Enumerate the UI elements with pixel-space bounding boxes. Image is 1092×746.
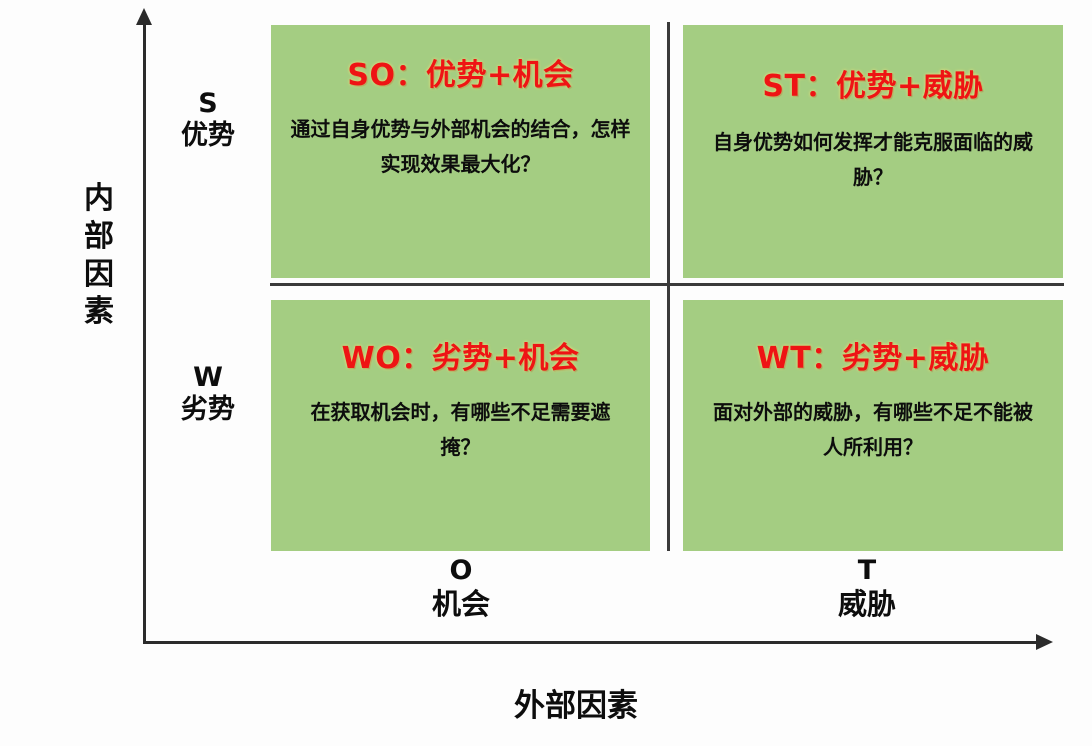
quadrant-wt-body: 面对外部的威胁，有哪些不足不能被人所利用？ [713, 400, 1033, 459]
col-label-opportunities-cn: 机会 [431, 586, 490, 621]
arrow-right-icon [1036, 634, 1053, 650]
quadrant-wo[interactable]: WO：劣势+机会 在获取机会时，有哪些不足需要遮掩？ [271, 300, 650, 551]
arrow-up-icon [136, 8, 152, 25]
y-axis-title-char-3: 因 [84, 256, 114, 292]
col-label-opportunities-letter: O [449, 555, 473, 586]
quadrant-divider-vertical [667, 22, 670, 551]
quadrant-divider-horizontal [270, 283, 1064, 286]
quadrant-wo-title: WO：劣势+机会 [341, 341, 580, 376]
quadrant-so-title: SO：优势+机会 [347, 58, 574, 93]
row-label-strengths: S 优势 [148, 88, 268, 152]
row-label-strengths-letter: S [198, 88, 218, 119]
quadrant-st[interactable]: ST：优势+威胁 自身优势如何发挥才能克服面临的威胁？ [683, 25, 1063, 278]
col-label-opportunities: O 机会 [381, 555, 541, 621]
quadrant-wo-body: 在获取机会时，有哪些不足需要遮掩？ [310, 400, 611, 459]
x-axis-line [144, 641, 1042, 644]
quadrant-so[interactable]: SO：优势+机会 通过自身优势与外部机会的结合，怎样实现效果最大化？ [271, 25, 650, 278]
row-label-weaknesses-letter: W [193, 362, 223, 393]
y-axis-line [143, 22, 146, 644]
col-label-threats-letter: T [857, 555, 877, 586]
col-label-threats: T 威胁 [787, 555, 947, 621]
x-axis-title: 外部因素 [514, 688, 638, 724]
col-label-threats-cn: 威胁 [837, 586, 896, 621]
y-axis-title-char-4: 素 [84, 294, 114, 330]
quadrant-wt[interactable]: WT：劣势+威胁 面对外部的威胁，有哪些不足不能被人所利用？ [683, 300, 1063, 551]
quadrant-st-body: 自身优势如何发挥才能克服面临的威胁？ [713, 130, 1033, 189]
row-label-weaknesses: W 劣势 [148, 362, 268, 426]
row-label-strengths-cn: 优势 [181, 119, 235, 151]
y-axis-title-char-2: 部 [84, 218, 114, 254]
quadrant-so-body: 通过自身优势与外部机会的结合，怎样实现效果最大化？ [290, 117, 631, 176]
y-axis-title-char-1: 内 [84, 181, 114, 216]
quadrant-st-title: ST：优势+威胁 [762, 69, 984, 104]
y-axis-title: 内 部 因 素 [76, 180, 122, 331]
quadrant-wt-title: WT：劣势+威胁 [756, 341, 990, 376]
row-label-weaknesses-cn: 劣势 [181, 393, 235, 425]
